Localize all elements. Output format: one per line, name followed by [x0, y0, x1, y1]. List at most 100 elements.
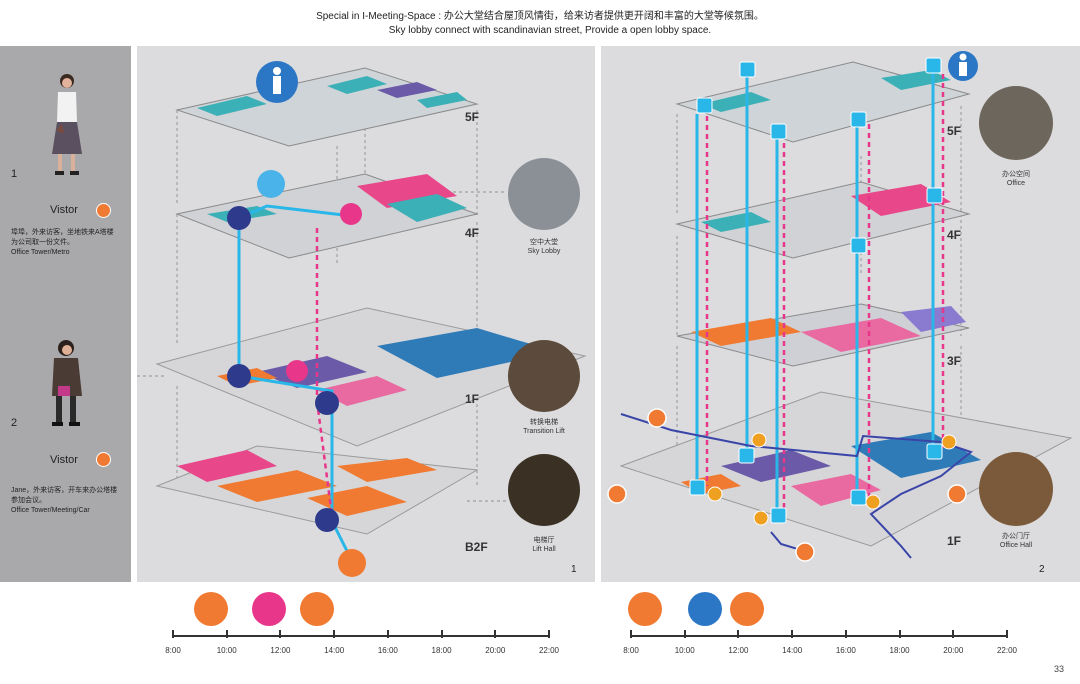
- escalator-icon: [315, 508, 339, 532]
- elevator-icon: [696, 97, 713, 114]
- panel-number: 1: [571, 564, 577, 575]
- metro-icon: [300, 592, 334, 626]
- caption-cn: 空中大堂: [530, 239, 558, 246]
- timeline-tick-label: 20:00: [485, 646, 506, 655]
- elevator-icon: [689, 479, 706, 496]
- timeline-axis: [630, 635, 1008, 637]
- car-icon: [628, 592, 662, 626]
- timeline-tick: [494, 630, 497, 638]
- panel-1-drawing: [137, 61, 587, 577]
- timeline-tick: [386, 630, 389, 638]
- timeline-tick: [630, 630, 632, 638]
- header-line-1: Special in I-Meeting-Space : 办公大堂结合屋顶风情街…: [316, 11, 764, 22]
- timeline-tick-label: 10:00: [674, 646, 695, 655]
- visitor-1-number: 1: [11, 168, 18, 180]
- caption-en: Office Hall: [999, 542, 1033, 549]
- timeline-tick: [737, 630, 740, 638]
- caption-en: Sky Lobby: [527, 248, 561, 255]
- metro-icon: [338, 549, 366, 577]
- warning-icon: [751, 432, 767, 448]
- caption-en: Lift Hall: [532, 546, 556, 553]
- visitor-1-description: 埠埠，外来访客，坐地铁来A塔楼 为公司取一份文件。 Office Tower/M…: [11, 228, 129, 258]
- running-person-icon: [286, 360, 308, 382]
- lift-hall-photo: [508, 454, 580, 526]
- timeline-tick: [225, 630, 228, 638]
- visitor-2-desc-line-1: Jane，外来访客，开车来办公塔楼: [11, 487, 118, 494]
- timeline-tick-label: 12:00: [728, 646, 749, 655]
- timeline-tick-label: 16:00: [835, 646, 856, 655]
- panel-2-drawing: [607, 51, 1073, 562]
- timeline-axis: [172, 635, 550, 637]
- visitor-2-figure: [52, 340, 82, 426]
- visitor-2-number: 2: [11, 417, 18, 429]
- transition-lift-photo: [508, 340, 580, 412]
- floor-label-1f: 1F: [465, 392, 480, 406]
- timeline-tick-label: 18:00: [889, 646, 910, 655]
- caption-en: Transition Lift: [523, 428, 565, 435]
- visitor-2-desc-line-2: 参加会议。: [11, 497, 46, 504]
- timeline-tick: [844, 630, 847, 638]
- elevator-icon: [739, 61, 756, 78]
- lift-hall-caption: 电梯厅 Lift Hall: [509, 536, 579, 554]
- timeline-tick-label: 16:00: [377, 646, 398, 655]
- timeline-tick-label: 18:00: [431, 646, 452, 655]
- caption-cn: 转换电梯: [530, 419, 558, 426]
- escalator-icon: [227, 364, 251, 388]
- metro-icon: [96, 203, 111, 218]
- timeline-tick-label: 8:00: [165, 646, 181, 655]
- timeline-tick-label: 22:00: [538, 646, 560, 655]
- elevator-icon: [770, 507, 787, 524]
- running-person-icon: [340, 203, 362, 225]
- elevator-icon: [770, 123, 787, 140]
- floor-label-4f: 4F: [947, 228, 962, 242]
- timeline-tick-label: 22:00: [996, 646, 1018, 655]
- timeline-tick: [683, 630, 686, 638]
- escalator-icon: [315, 391, 339, 415]
- visitor-sidebar: 1 Vistor 埠埠，外来访客，坐地铁来A塔楼 为公司取一份文件。 Offic…: [0, 46, 131, 582]
- car-icon: [947, 484, 967, 504]
- warning-icon: [865, 494, 881, 510]
- timeline-tick: [333, 630, 336, 638]
- header-line-2: Sky lobby connect with scandinavian stre…: [388, 25, 712, 36]
- office-hall-photo: [979, 452, 1053, 526]
- timeline-tick-label: 14:00: [782, 646, 803, 655]
- visitor-1-desc-line-2: 为公司取一份文件。: [11, 239, 74, 246]
- timeline-tick-label: 14:00: [324, 646, 345, 655]
- diagram-panel-1: 5F 4F 1F B2F 空中大堂 Sky Lobby 转换电梯 Transit…: [137, 46, 595, 582]
- panel-number: 2: [1039, 564, 1045, 575]
- caption-cn: 办公门厅: [1002, 533, 1030, 540]
- floor-label-4f: 4F: [465, 226, 480, 240]
- reception-icon: [257, 170, 285, 198]
- elevator-icon: [850, 111, 867, 128]
- warning-icon: [941, 434, 957, 450]
- visitor-1-desc-line-3: Office Tower/Metro: [11, 249, 70, 256]
- timeline-tick: [1006, 630, 1008, 638]
- elevator-icon: [926, 443, 943, 460]
- visitor-2-title: Vistor: [50, 454, 78, 466]
- timeline-tick: [172, 630, 174, 638]
- caption-en: Office: [1006, 180, 1026, 187]
- timeline-tick-label: 20:00: [943, 646, 964, 655]
- sky-lobby-photo: [508, 158, 580, 230]
- car-icon: [730, 592, 764, 626]
- timeline-tick: [952, 630, 955, 638]
- floor-label-b2f: B2F: [465, 540, 488, 554]
- floor-label-5f: 5F: [465, 110, 480, 124]
- visitor-2-description: Jane，外来访客，开车来办公塔楼 参加会议。 Office Tower/Mee…: [11, 486, 129, 516]
- timeline-tick: [548, 630, 550, 638]
- sky-lobby-caption: 空中大堂 Sky Lobby: [509, 238, 579, 256]
- elevator-icon: [925, 57, 942, 74]
- car-icon: [96, 452, 111, 467]
- car-icon: [795, 542, 815, 562]
- warning-icon: [753, 510, 769, 526]
- elevator-icon: [850, 237, 867, 254]
- elevator-icon: [850, 489, 867, 506]
- office-caption: 办公空间 Office: [979, 170, 1053, 188]
- page-number: 33: [1054, 664, 1065, 674]
- floor-label-5f: 5F: [947, 124, 962, 138]
- floor-label-3f: 3F: [947, 354, 962, 368]
- elevator-icon: [738, 447, 755, 464]
- caption-cn: 办公空间: [1002, 171, 1030, 178]
- visitor-1-figure: [52, 74, 82, 175]
